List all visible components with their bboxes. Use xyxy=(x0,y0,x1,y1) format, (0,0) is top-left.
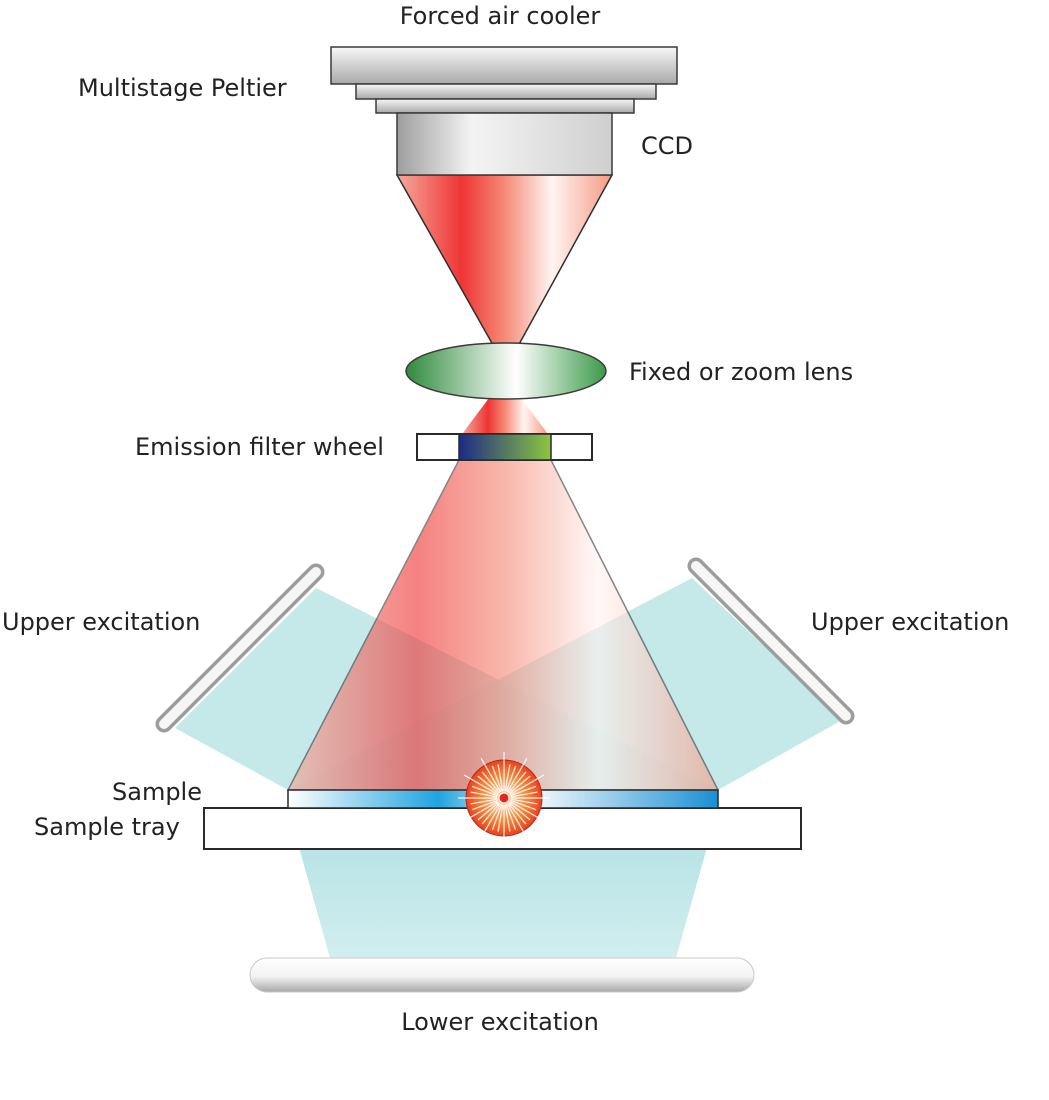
label-lens: Fixed or zoom lens xyxy=(629,358,853,386)
fluorescence-ray xyxy=(508,802,527,825)
fluorescence-ray xyxy=(510,799,537,811)
fluorescence-spot xyxy=(458,752,550,844)
fluorescence-ray xyxy=(505,804,517,831)
emission-filter xyxy=(458,433,552,461)
label-sample-tray: Sample tray xyxy=(34,813,180,841)
fluorescence-ray xyxy=(491,804,503,831)
fluorescence-ray xyxy=(470,791,498,798)
label-sample: Sample xyxy=(112,778,202,806)
multistage-peltier-stage-1 xyxy=(355,83,657,100)
fluorescence-ray xyxy=(510,785,537,797)
fluorescence-ray xyxy=(508,771,527,794)
fluorescence-ray xyxy=(505,765,517,792)
lens xyxy=(405,342,607,400)
ccd-camera xyxy=(396,112,613,176)
label-lower-excitation: Lower excitation xyxy=(401,1008,599,1036)
label-multistage-peltier: Multistage Peltier xyxy=(78,74,287,102)
fluorescence-ray xyxy=(506,757,528,793)
label-forced-air-cooler: Forced air cooler xyxy=(400,2,601,30)
fluorescence-ray xyxy=(510,798,538,805)
multistage-peltier-stage-2 xyxy=(375,98,635,114)
fluorescence-ray xyxy=(509,800,545,822)
fluorescence-ray xyxy=(463,774,499,796)
fluorescence-ray xyxy=(480,757,502,793)
fluorescence-ray xyxy=(504,764,511,792)
fluorescence-ray xyxy=(481,771,500,794)
fluorescence-ray xyxy=(506,803,528,839)
label-upper-excitation-right: Upper excitation xyxy=(811,608,1009,636)
fluorescence-ray xyxy=(508,802,531,821)
fluorescence-ray xyxy=(497,804,504,832)
fluorescence-ray xyxy=(509,774,545,796)
label-emission-filter-wheel: Emission filter wheel xyxy=(135,433,384,461)
fluorescence-ray xyxy=(491,765,503,792)
fluorescence-ray xyxy=(497,764,504,792)
fluorescence-ray xyxy=(477,775,500,794)
fluorescence-ray xyxy=(471,785,498,797)
fluorescence-ray xyxy=(471,799,498,811)
fluorescence-ray xyxy=(480,803,502,839)
fluorescence-ray xyxy=(481,802,500,825)
fluorescence-ray xyxy=(510,791,538,798)
label-ccd: CCD xyxy=(641,132,693,160)
fluorescence-ray xyxy=(508,775,531,794)
emission-beam-filter xyxy=(462,398,548,434)
fluorescence-ray xyxy=(463,800,499,822)
fluorescence-ray xyxy=(470,798,498,805)
lower-excitation-lamp xyxy=(249,957,755,993)
label-upper-excitation-left: Upper excitation xyxy=(2,608,200,636)
upper-excitation-lamp-right-highlight xyxy=(691,561,851,721)
emission-cone-upper xyxy=(395,174,614,370)
forced-air-cooler xyxy=(330,46,678,85)
fluorescence-ray xyxy=(477,802,500,821)
upper-excitation-lamp-left-highlight xyxy=(159,567,321,729)
fluorescence-ray xyxy=(504,804,511,832)
